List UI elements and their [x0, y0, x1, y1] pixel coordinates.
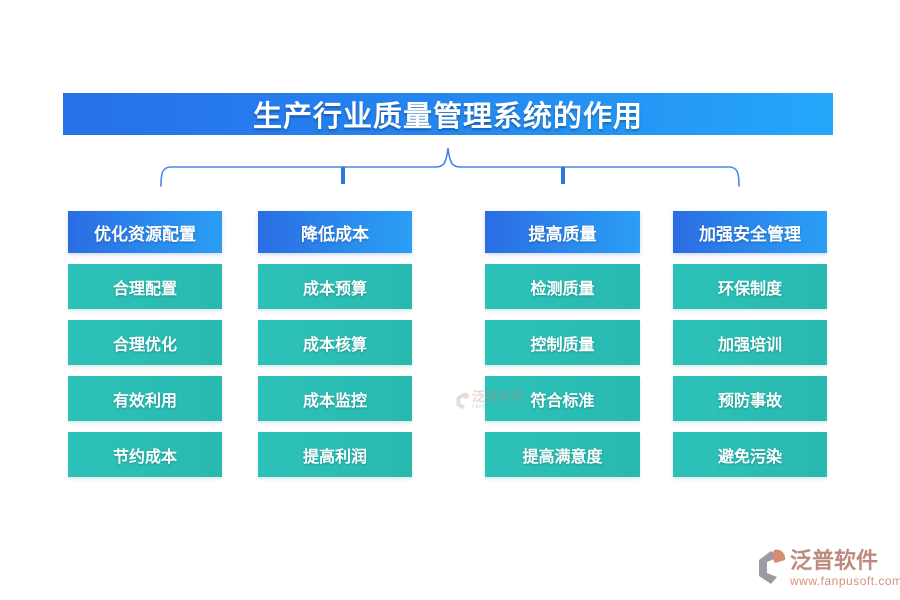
column-header: 降低成本 — [258, 211, 412, 253]
list-item: 检测质量 — [485, 264, 640, 309]
list-item-label: 控制质量 — [530, 336, 595, 354]
fanpu-logo-icon — [456, 392, 470, 410]
list-item-label: 符合标准 — [530, 392, 595, 410]
list-item: 提高满意度 — [485, 432, 640, 477]
list-item-label: 有效利用 — [112, 392, 177, 410]
column-reduce-cost: 降低成本 成本预算 成本核算 成本监控 提高利润 — [258, 211, 412, 477]
fanpu-logo: 泛普软件 www.fanpusoft.com — [756, 549, 900, 588]
list-item-label: 提高利润 — [302, 448, 367, 466]
column-header: 加强安全管理 — [673, 211, 827, 253]
list-item: 控制质量 — [485, 320, 640, 365]
list-item: 合理配置 — [68, 264, 222, 309]
list-item-label: 节约成本 — [112, 448, 177, 466]
list-item: 有效利用 — [68, 376, 222, 421]
column-header-label: 优化资源配置 — [94, 224, 196, 244]
brand-name: 泛普软件 — [790, 548, 879, 573]
list-item-label: 成本核算 — [302, 336, 367, 354]
list-item: 避免污染 — [673, 432, 827, 477]
column-improve-quality: 提高质量 检测质量 控制质量 符合标准 提高满意度 — [485, 211, 640, 477]
brace-tick-left — [341, 167, 345, 184]
page-title: 生产行业质量管理系统的作用 — [252, 101, 643, 133]
list-item: 合理优化 — [68, 320, 222, 365]
list-item-label: 环保制度 — [717, 280, 782, 298]
list-item: 符合标准 — [485, 376, 640, 421]
list-item-label: 合理优化 — [112, 336, 177, 354]
column-header: 提高质量 — [485, 211, 640, 253]
list-item: 成本监控 — [258, 376, 412, 421]
column-safety-management: 加强安全管理 环保制度 加强培训 预防事故 避免污染 — [673, 211, 827, 477]
brand-url: www.fanpusoft.com — [790, 574, 900, 588]
list-item: 加强培训 — [673, 320, 827, 365]
list-item-label: 检测质量 — [530, 280, 595, 298]
list-item: 环保制度 — [673, 264, 827, 309]
list-item: 预防事故 — [673, 376, 827, 421]
list-item: 节约成本 — [68, 432, 222, 477]
list-item-label: 成本监控 — [302, 392, 367, 410]
list-item-label: 合理配置 — [112, 280, 177, 298]
list-item: 成本核算 — [258, 320, 412, 365]
list-item-label: 提高满意度 — [522, 448, 603, 466]
list-item: 成本预算 — [258, 264, 412, 309]
list-item-label: 成本预算 — [302, 280, 367, 298]
column-header-label: 加强安全管理 — [699, 224, 801, 244]
list-item-label: 加强培训 — [717, 336, 782, 354]
column-optimize-resources: 优化资源配置 合理配置 合理优化 有效利用 节约成本 — [68, 211, 222, 477]
column-header-label: 降低成本 — [301, 224, 369, 244]
brace-connector — [160, 147, 740, 187]
column-header: 优化资源配置 — [68, 211, 222, 253]
column-header-label: 提高质量 — [528, 224, 597, 244]
list-item-label: 预防事故 — [717, 392, 782, 410]
brace-tick-right — [561, 167, 565, 184]
title-banner: 生产行业质量管理系统的作用 — [63, 93, 833, 135]
list-item-label: 避免污染 — [717, 448, 782, 466]
fanpu-logo-icon — [759, 549, 786, 584]
list-item: 提高利润 — [258, 432, 412, 477]
